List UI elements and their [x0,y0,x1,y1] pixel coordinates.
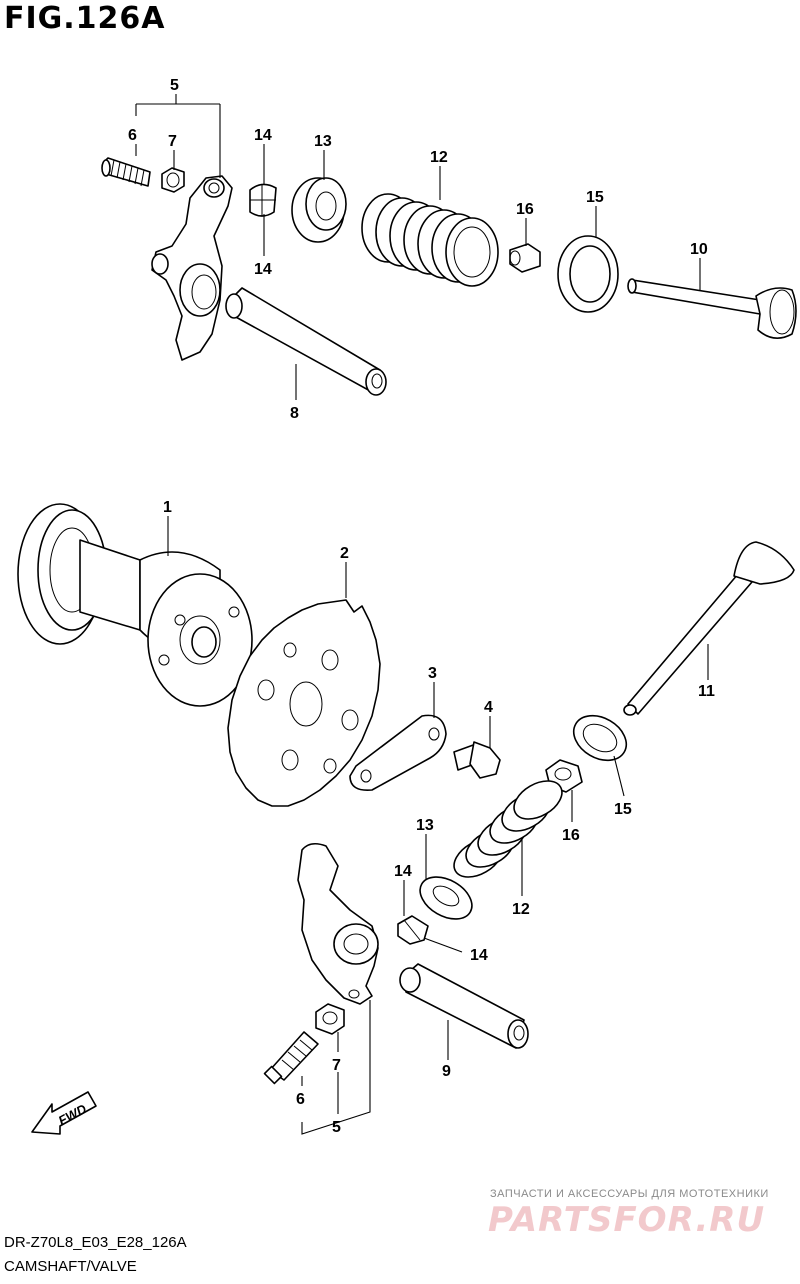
watermark-logo: PARTSFOR.RU [488,1200,766,1240]
sprocket-bolt [453,741,501,779]
valve-spring-top [361,193,499,287]
exhaust-valve [623,541,795,716]
valve-cotter-bottom [397,915,429,945]
rocker-arm-bottom [297,842,379,1005]
locknut-top [161,167,185,193]
valve-stem-seal-top [509,243,541,273]
callout-labels: 5 6 7 14 13 12 16 15 10 14 8 1 2 3 4 11 … [128,77,715,1136]
cam-sprocket [227,599,381,807]
callout-14-top-lower: 14 [254,261,272,278]
callout-12-bottom: 12 [512,901,530,918]
callout-3: 3 [428,665,437,682]
rocker-shaft-top [225,287,387,396]
sprocket-plate [349,714,447,792]
rocker-shaft-bottom [399,963,529,1049]
callout-14-top-upper: 14 [254,127,272,144]
diagram-subtitle: CAMSHAFT/VALVE [4,1258,137,1275]
callout-9: 9 [442,1063,451,1080]
figure-title: FIG.126A [4,1,166,36]
spring-retainer-top [291,177,347,243]
callout-8: 8 [290,405,299,422]
camshaft [17,503,253,707]
rocker-arm-top [151,175,233,361]
callout-14-bottom-upper: 14 [394,863,412,880]
callout-16-bottom: 16 [562,827,580,844]
callout-6-bottom: 6 [296,1091,305,1108]
locknut-bottom [315,1003,345,1035]
callout-13-top: 13 [314,133,332,150]
callout-12-top: 12 [430,149,448,166]
spring-seat-washer-top [557,235,619,313]
callout-5-top: 5 [170,77,179,94]
spring-retainer-bottom [419,876,473,920]
callout-14-bottom-lower: 14 [470,947,488,964]
adjusting-screw-top [101,157,151,187]
callout-13-bottom: 13 [416,817,434,834]
spring-seat-washer-bottom [572,714,628,762]
fwd-arrow-icon: FWD [31,1091,97,1135]
diagram-code: DR-Z70L8_E03_E28_126A [4,1234,187,1251]
callout-16-top: 16 [516,201,534,218]
callout-15-top: 15 [586,189,604,206]
leader-lines [135,94,709,1135]
valve-spring-bottom [453,780,563,878]
callout-7-top: 7 [168,133,177,150]
callout-11: 11 [698,683,715,700]
callout-5-bottom: 5 [332,1119,341,1136]
callout-15-bottom: 15 [614,801,632,818]
callout-10: 10 [690,241,708,258]
callout-2: 2 [340,545,349,562]
valve-cotter-top [249,183,277,217]
intake-valve [627,278,797,339]
adjusting-screw-bottom [263,1031,319,1085]
callout-6-top: 6 [128,127,137,144]
callout-4: 4 [484,699,493,716]
callout-1: 1 [163,499,172,516]
watermark-tagline: ЗАПЧАСТИ И АКСЕССУАРЫ ДЛЯ МОТОТЕХНИКИ [490,1188,769,1200]
callout-7-bottom: 7 [332,1057,341,1074]
